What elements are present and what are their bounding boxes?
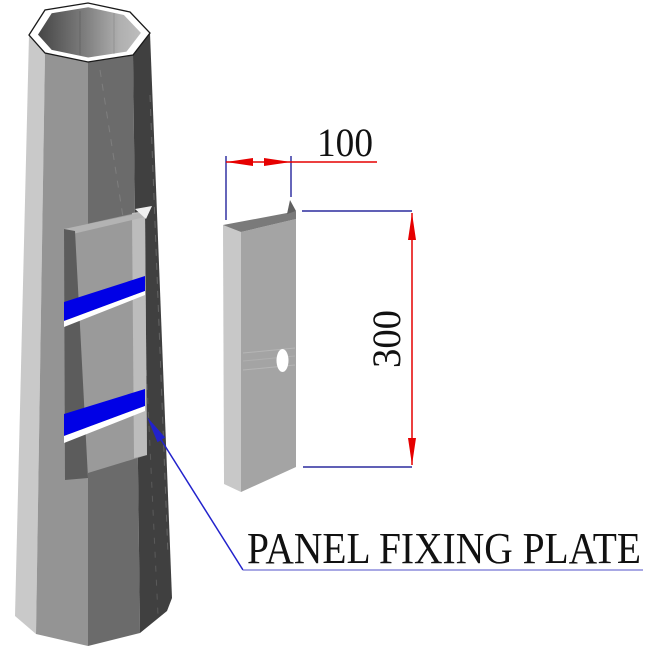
plate-detail [223, 200, 296, 492]
fixing-plate-lower-highlight [64, 406, 145, 443]
recess-right-wall [132, 211, 147, 458]
width-dimension-value: 100 [317, 120, 373, 165]
octagonal-pole [15, 2, 172, 646]
plate-top-bevel [223, 211, 296, 232]
dimension-arrow-left-icon [226, 158, 253, 166]
fixing-plate-upper-highlight [64, 291, 145, 327]
callout-label: PANEL FIXING PLATE [247, 524, 641, 573]
plate-hole [276, 349, 289, 372]
width-dimension: 100 [225, 120, 377, 220]
pole-face-left [15, 35, 45, 634]
hidden-edge-line [142, 299, 159, 616]
dimension-arrow-down-icon [408, 438, 416, 465]
fixing-plate-upper-blue [64, 276, 145, 321]
recess-top-lip [64, 212, 145, 236]
plate-front-face [241, 219, 296, 492]
fixing-plate-lower-blue [64, 389, 145, 436]
fixing-plate-strip-upper [64, 276, 145, 327]
pole-rim [28, 2, 151, 63]
leader-line [147, 417, 643, 571]
height-dimension: 300 [302, 210, 416, 468]
fixing-plate-strip-lower [64, 389, 145, 443]
pole-face-right [133, 33, 172, 633]
plate-left-face [223, 225, 241, 492]
hidden-edge-line [149, 94, 169, 556]
leader-shaft [159, 437, 244, 571]
leader-arrowhead-icon [147, 417, 166, 443]
dimension-arrow-up-icon [408, 213, 416, 240]
dimension-arrow-right-icon [264, 158, 291, 166]
plate-top-tab [287, 200, 296, 214]
hidden-edge-line [99, 69, 137, 301]
recess-corner-highlight [135, 206, 152, 219]
plate-surface-line [242, 347, 296, 354]
pole-face-front-left [36, 53, 88, 646]
height-dimension-value: 300 [364, 310, 409, 368]
panel-recess [64, 206, 152, 480]
rim-inner-opening [38, 7, 141, 58]
